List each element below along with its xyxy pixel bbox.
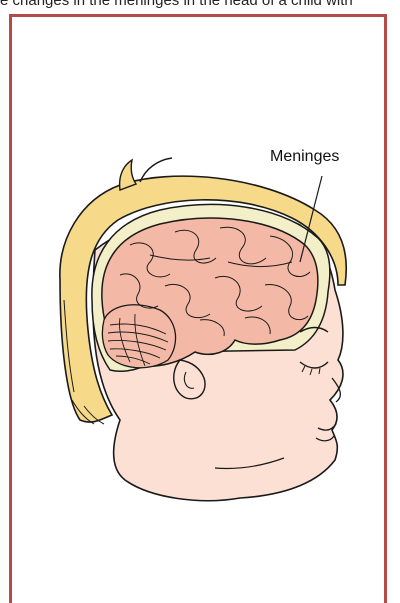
cerebellum: [102, 305, 175, 368]
meninges-label: Meninges: [270, 148, 339, 166]
hair-tuft: [120, 160, 136, 190]
